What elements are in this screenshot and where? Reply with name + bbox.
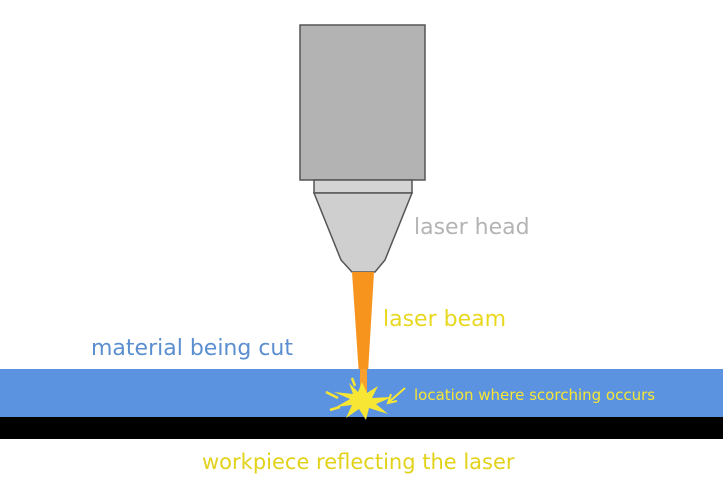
scorch-spark — [334, 382, 392, 420]
scorch-arrow-line — [388, 387, 406, 403]
laser-head-body — [299, 24, 426, 181]
scorch-arrow-head — [386, 393, 398, 405]
spark-dash — [325, 390, 339, 400]
laser-nozzle — [312, 192, 414, 273]
laser-beam-label: laser beam — [383, 307, 507, 332]
material-label: material being cut — [91, 336, 293, 361]
workpiece-layer — [0, 417, 723, 439]
laser-head-collar — [313, 179, 413, 194]
laser-beam — [352, 272, 374, 390]
scorch-location-label: location where scorching occurs — [414, 386, 656, 404]
laser-head-label: laser head — [414, 215, 530, 240]
workpiece-label: workpiece reflecting the laser — [202, 450, 515, 474]
spark-dash — [329, 405, 341, 412]
laser-beam-in-material — [360, 369, 367, 394]
spark-dash — [350, 377, 357, 387]
